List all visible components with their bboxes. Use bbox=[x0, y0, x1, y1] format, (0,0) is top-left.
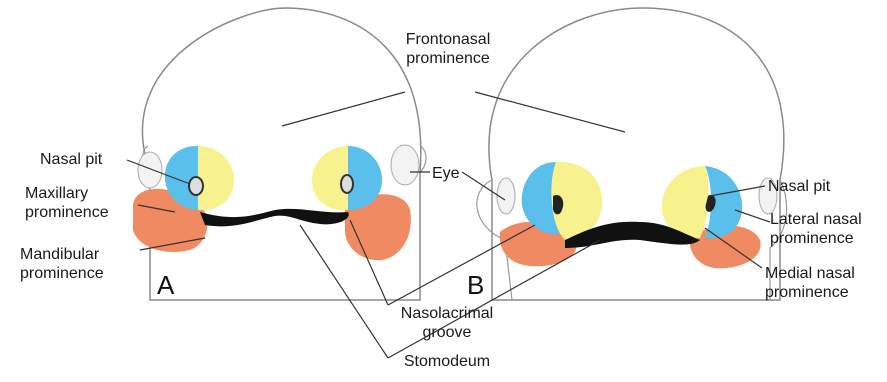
label-nasolacrimal: Nasolacrimal groove bbox=[372, 304, 522, 342]
label-medial-nasal: Medial nasal prominence bbox=[765, 264, 855, 302]
label-stomodeum: Stomodeum bbox=[372, 352, 522, 371]
eye-a-left bbox=[138, 152, 162, 188]
panel-label-b: B bbox=[467, 271, 484, 299]
nasal-pit-a-right bbox=[341, 175, 353, 193]
nasal-pit-a-left bbox=[189, 177, 203, 195]
label-eye: Eye bbox=[432, 164, 460, 183]
label-maxillary-a: Maxillary prominence bbox=[25, 184, 109, 222]
label-medial-nasal-line2: prominence bbox=[765, 283, 855, 302]
label-lateral-nasal-line1: Lateral nasal bbox=[770, 210, 862, 229]
label-mandibular-line1: Mandibular bbox=[20, 245, 104, 264]
label-medial-nasal-line1: Medial nasal bbox=[765, 264, 855, 283]
label-nasolacrimal-line2: groove bbox=[372, 323, 522, 342]
label-lateral-nasal: Lateral nasal prominence bbox=[770, 210, 862, 248]
label-nasal-pit-a: Nasal pit bbox=[40, 150, 102, 169]
label-maxillary-line2: prominence bbox=[25, 203, 109, 222]
panel-label-a: A bbox=[157, 271, 174, 299]
label-mandibular-line2: prominence bbox=[20, 264, 104, 283]
label-frontonasal-line2: prominence bbox=[378, 49, 518, 68]
label-maxillary-line1: Maxillary bbox=[25, 184, 109, 203]
head-b bbox=[477, 8, 787, 300]
label-nasolacrimal-line1: Nasolacrimal bbox=[372, 304, 522, 323]
label-nasal-pit-b: Nasal pit bbox=[768, 177, 830, 196]
label-mandibular-a: Mandibular prominence bbox=[20, 245, 104, 283]
label-frontonasal: Frontonasal prominence bbox=[378, 30, 518, 68]
eye-a-right bbox=[391, 145, 419, 185]
label-frontonasal-line1: Frontonasal bbox=[378, 30, 518, 49]
label-lateral-nasal-line2: prominence bbox=[770, 229, 862, 248]
